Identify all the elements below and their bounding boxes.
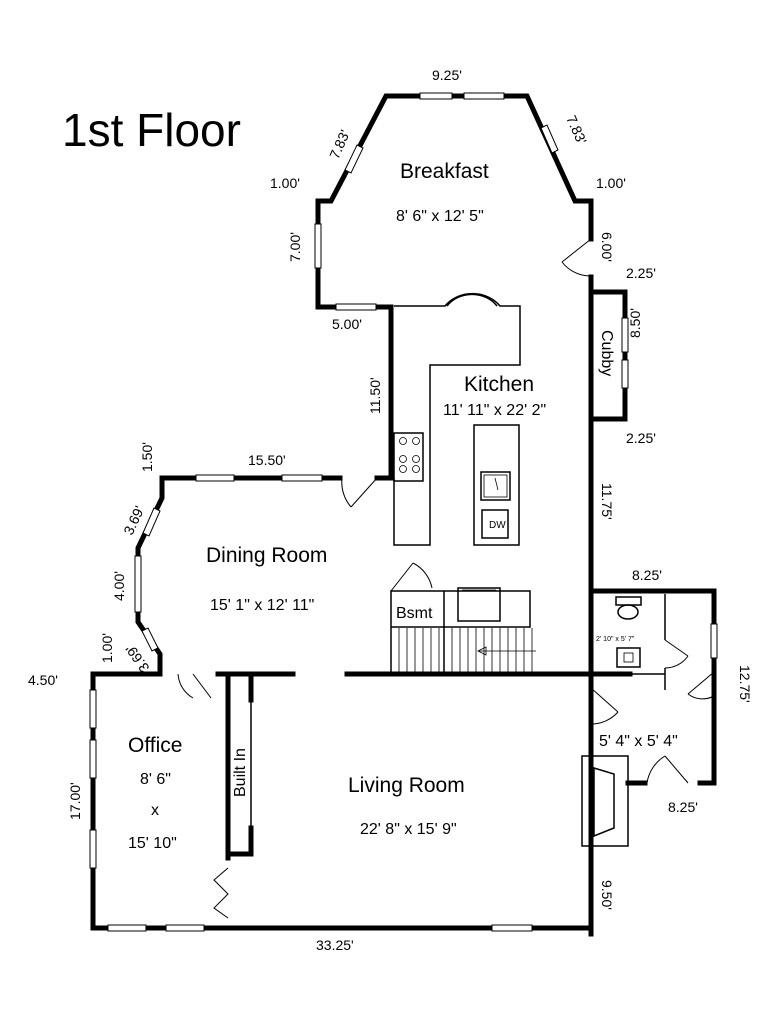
- office-windows: [89, 689, 533, 932]
- measure-8-25-top: 8.25': [632, 567, 662, 583]
- breakfast-windows: [314, 92, 559, 311]
- measure-5-00: 5.00': [332, 316, 362, 332]
- bath-dims: 2' 10" x 5' 7": [596, 636, 635, 643]
- kitchen-door: [341, 477, 378, 508]
- kitchen-label: Kitchen: [464, 373, 534, 396]
- entry-dims: 5' 4" x 5' 4": [599, 733, 678, 750]
- vanity-sink-icon: [616, 647, 641, 668]
- dining-walls: [135, 475, 394, 675]
- bath-walls: [588, 588, 717, 786]
- measure-4-50: 4.50': [28, 672, 58, 688]
- measure-1-00-right: 1.00': [596, 175, 626, 191]
- measure-15-50: 15.50': [248, 452, 286, 468]
- cubby-label: Cubby: [598, 330, 615, 376]
- measure-12-75: 12.75': [737, 665, 753, 703]
- built-in-cabinet: [225, 671, 254, 857]
- breakfast-door: [561, 238, 592, 277]
- sink-icon: [480, 471, 511, 501]
- measure-4-00: 4.00': [111, 571, 127, 601]
- measure-33-25: 33.25': [316, 937, 354, 953]
- measure-1-50: 1.50': [139, 442, 155, 472]
- measure-7-00: 7.00': [287, 232, 303, 262]
- bifold-door: [213, 867, 229, 919]
- dining-windows: [134, 474, 323, 652]
- office-label: Office: [128, 734, 182, 757]
- measure-1-00-left: 1.00': [270, 175, 300, 191]
- living-label: Living Room: [348, 774, 465, 797]
- dishwasher-label: DW: [489, 520, 506, 531]
- cubby-walls: [588, 289, 629, 422]
- basement-stairs: [390, 562, 536, 672]
- measure-6-00: 6.00': [599, 232, 615, 262]
- bath-doors: [590, 639, 715, 784]
- office-dims-3: 15' 10": [128, 835, 177, 852]
- breakfast-dims: 8' 6" x 12' 5": [396, 208, 484, 225]
- measure-7-83-left: 7.83': [326, 127, 353, 161]
- measure-9-50: 9.50': [599, 880, 615, 910]
- office-dims-2: x: [151, 802, 159, 819]
- breakfast-walls: [315, 93, 594, 310]
- office-dims-1: 8' 6": [140, 771, 171, 788]
- measure-3-69-bottom: 3.69': [122, 642, 152, 676]
- breakfast-label: Breakfast: [400, 160, 489, 183]
- fireplace-icon: [581, 755, 629, 847]
- measure-2-25-bottom: 2.25': [626, 430, 656, 446]
- dining-dims: 15' 1" x 12' 11": [210, 597, 314, 614]
- dining-label: Dining Room: [206, 544, 327, 567]
- kitchen-dims: 11' 11" x 22' 2": [443, 402, 546, 419]
- office-walls: [90, 671, 594, 931]
- kitchen-walls: [388, 285, 594, 937]
- bath-window: [710, 623, 718, 659]
- measure-11-50: 11.50': [367, 377, 383, 414]
- measure-2-25-top: 2.25': [626, 265, 656, 281]
- measure-11-75: 11.75': [599, 483, 615, 520]
- dishwasher: DW: [481, 509, 509, 539]
- stove-icon: [399, 437, 420, 473]
- living-dims: 22' 8" x 15' 9": [360, 821, 457, 838]
- office-door: [177, 673, 212, 699]
- measure-8-25-bottom: 8.25': [668, 799, 698, 815]
- stair-treads: [398, 628, 533, 672]
- toilet-icon: [615, 596, 642, 620]
- bsmt-label: Bsmt: [396, 605, 433, 622]
- measure-7-83-right: 7.83': [563, 113, 590, 147]
- built-in-label: Built In: [232, 748, 249, 797]
- measure-8-50: 8.50': [627, 308, 643, 338]
- measure-1-00-dining: 1.00': [99, 633, 115, 663]
- measure-9-25: 9.25': [432, 67, 462, 83]
- measure-17-00: 17.00': [67, 782, 83, 820]
- kitchen-counters: [393, 292, 521, 546]
- floor-title: 1st Floor: [62, 104, 241, 156]
